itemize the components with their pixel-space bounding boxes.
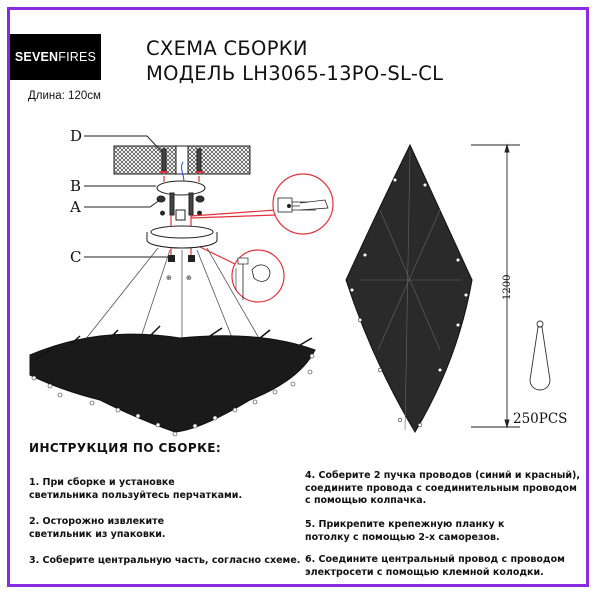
step-line: светильник из упаковки. (29, 528, 166, 540)
label-d: D (70, 127, 83, 145)
step-line: 3. Соберите центральную часть, согласно … (29, 555, 301, 566)
chandelier-side-view (345, 143, 473, 433)
label-a: A (70, 198, 81, 216)
chandelier-front-view (29, 325, 316, 437)
instruction-step-4: 4. Соберите 2 пучка проводов (синий и кр… (305, 470, 580, 508)
step-line: с помощью колпачка. (305, 495, 427, 506)
instruction-step-5: 5. Прикрепите крепежную планку к потолку… (305, 519, 504, 544)
step-line: электросети с помощью клемной колодки. (305, 566, 544, 578)
mounting-plate (156, 180, 206, 196)
instruction-step-3: 3. Соберите центральную часть, согласно … (29, 555, 300, 568)
page-title: СХЕМА СБОРКИ МОДЕЛЬ LH3065-13PO-SL-CL (146, 36, 443, 86)
step-line: светильника пользуйтесь перчатками. (29, 489, 243, 501)
step-line: 2. Осторожно извлеките (29, 516, 165, 527)
part-a: ⊕ ⊕ (156, 192, 205, 221)
step-line: потолку с помощью 2-х саморезов. (305, 531, 500, 543)
suspension-cables (84, 247, 261, 341)
page-frame (7, 7, 589, 587)
pendant-count: 250PCS (513, 411, 568, 427)
title-line-1: СХЕМА СБОРКИ (146, 37, 308, 60)
label-c: C (70, 248, 82, 266)
svg-text:⊕: ⊕ (160, 210, 165, 217)
step-line: 4. Соберите 2 пучка проводов (синий и кр… (305, 470, 580, 481)
title-line-2: МОДЕЛЬ LH3065-13PO-SL-CL (146, 62, 444, 85)
step-line: 6. Соедините центральный провод с провод… (305, 554, 565, 565)
instruction-step-2: 2. Осторожно извлеките светильник из упа… (29, 516, 166, 541)
label-b: B (70, 177, 82, 195)
canopy (146, 225, 218, 249)
length-label: Длина: 120см (28, 90, 101, 102)
screws-d (160, 148, 203, 173)
connector-callout (272, 173, 334, 235)
brand-light: FIRES (58, 50, 97, 64)
brand-bold: SEVEN (14, 50, 59, 64)
instruction-step-1: 1. При сборке и установке светильника по… (29, 477, 242, 502)
svg-text:⊕: ⊕ (186, 274, 192, 282)
crystal-pendant (529, 320, 551, 391)
dimension-value: 1200 (502, 274, 513, 300)
svg-text:⊕: ⊕ (166, 274, 172, 282)
instruction-step-6: 6. Соедините центральный провод с провод… (305, 554, 565, 579)
step-line: 1. При сборке и установке (29, 477, 175, 488)
svg-text:⊕: ⊕ (197, 210, 202, 217)
step-line: соедините провода с соединительным прово… (305, 482, 577, 494)
hand-callout (231, 249, 285, 303)
instructions-heading: ИНСТРУКЦИЯ ПО СБОРКЕ: (29, 441, 222, 455)
part-c: ⊕ ⊕ (166, 255, 195, 282)
dimension-line (471, 143, 520, 429)
step-line: 5. Прикрепите крепежную планку к (305, 519, 505, 530)
